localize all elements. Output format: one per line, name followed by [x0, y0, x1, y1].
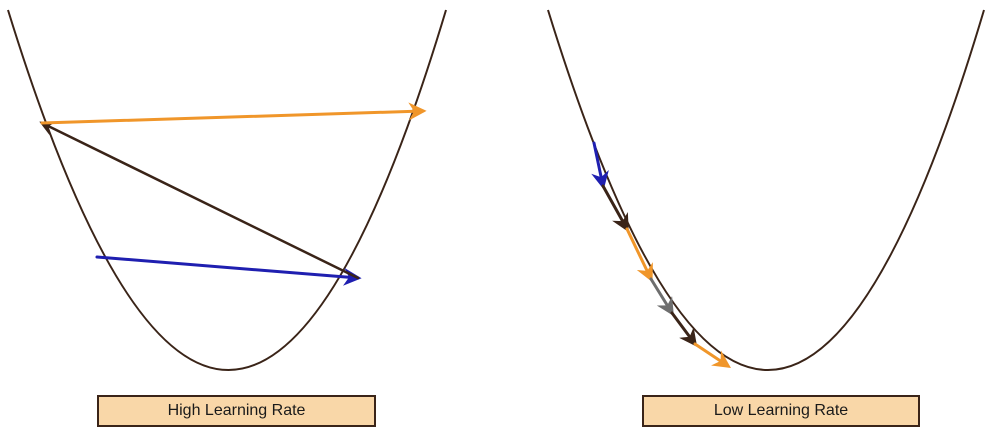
- step-1-arrow: [95, 255, 362, 286]
- high-learning-rate-caption: High Learning Rate: [97, 395, 376, 427]
- step-3-arrow: [625, 227, 653, 283]
- step-6-arrow: [693, 342, 731, 368]
- low-learning-rate-caption: Low Learning Rate: [642, 395, 920, 427]
- step-4-arrow: [649, 277, 674, 317]
- step-2-arrow: [601, 184, 629, 233]
- step-1-arrow: [591, 141, 609, 190]
- step-3-arrow: [40, 102, 427, 125]
- step-2-arrow: [39, 121, 360, 280]
- high-learning-rate-panel: [7, 9, 447, 371]
- step-5-arrow: [670, 311, 698, 347]
- low-learning-rate-panel: [547, 9, 985, 371]
- loss-curve-right: [547, 9, 985, 371]
- loss-curve-left: [7, 9, 447, 371]
